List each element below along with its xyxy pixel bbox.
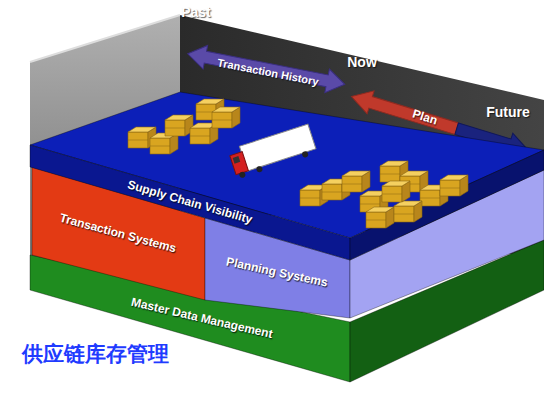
slab-face	[350, 240, 544, 382]
slab-face	[205, 218, 350, 318]
visibility-slab: Supply Chain Visibility	[30, 92, 544, 262]
diagram-title: 供应链库存管理	[22, 340, 169, 368]
slab-shape	[30, 92, 544, 262]
history-arrow	[185, 42, 347, 96]
time-label: Future	[486, 104, 530, 120]
arrow-label: Transaction History	[216, 56, 319, 87]
time-label: Now	[347, 54, 377, 70]
time-label: Past	[181, 4, 211, 20]
arrow-label: Plan	[411, 107, 439, 128]
wall-edge	[30, 15, 180, 62]
